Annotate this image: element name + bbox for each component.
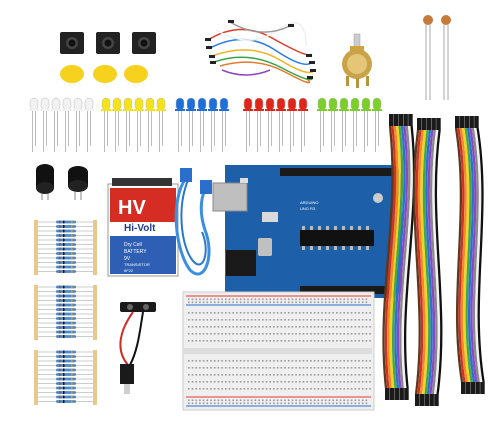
resistor-packs <box>34 220 97 405</box>
buzzer-icon <box>68 166 88 200</box>
push-button-icon <box>60 32 84 54</box>
led-icon <box>123 97 133 152</box>
power-jack <box>226 250 256 276</box>
push-buttons <box>60 32 156 83</box>
led-icon <box>145 97 155 152</box>
dupont-cable-icon <box>454 116 485 394</box>
resistor-icon <box>34 350 97 405</box>
usb-cable-icon <box>174 168 212 276</box>
led-icon <box>298 97 308 152</box>
arduino-board-icon: ARDUINO UNO R3 <box>212 165 402 298</box>
led-icon <box>62 97 72 152</box>
dupont-cable-icon <box>382 114 416 400</box>
led-icon <box>361 97 371 152</box>
battery-clip-icon <box>119 302 156 394</box>
led-icon <box>175 97 185 152</box>
led-icon <box>51 97 61 152</box>
dupont-cables <box>382 114 485 406</box>
led-icon <box>186 97 196 152</box>
led-icon <box>287 97 297 152</box>
breadboard-icon <box>182 291 375 411</box>
push-button-icon <box>96 32 120 54</box>
battery-icon: HV Hi-Volt Dry Cell BATTERY 9V TRANSISTO… <box>107 178 179 277</box>
led-icon <box>134 97 144 152</box>
led-icon <box>101 97 111 152</box>
dupont-cable-icon <box>413 118 443 406</box>
button-cap-icon <box>60 65 84 83</box>
led-icon <box>208 97 218 152</box>
led-icon <box>112 97 122 152</box>
led-row <box>29 97 382 152</box>
led-icon <box>372 97 382 152</box>
led-icon <box>29 97 39 152</box>
led-icon <box>156 97 166 152</box>
buzzer-icon <box>36 164 54 200</box>
photoresistor-icon <box>423 15 433 100</box>
led-icon <box>254 97 264 152</box>
button-cap-icon <box>93 65 117 83</box>
battery-line2: BATTERY <box>124 249 147 255</box>
led-icon <box>350 97 360 152</box>
led-icon <box>265 97 275 152</box>
led-icon <box>328 97 338 152</box>
led-icon <box>73 97 83 152</box>
resistor-icon <box>34 285 97 340</box>
button-cap-icon <box>124 65 148 83</box>
led-icon <box>219 97 229 152</box>
led-icon <box>339 97 349 152</box>
resistor-icon <box>34 220 97 275</box>
push-button-icon <box>132 32 156 54</box>
photoresistor-icon <box>441 15 451 100</box>
led-icon <box>197 97 207 152</box>
battery-line1: Dry Cell <box>124 242 142 248</box>
usb-port <box>212 182 248 212</box>
board-brand: ARDUINO <box>300 200 318 205</box>
potentiometer-icon <box>342 33 372 88</box>
led-icon <box>40 97 50 152</box>
battery-sub-brand: Hi-Volt <box>124 223 156 234</box>
jumper-wires-icon <box>205 20 316 84</box>
battery-line3: 9V <box>124 256 131 262</box>
battery-line5: 6F22 <box>124 268 134 273</box>
led-icon <box>276 97 286 152</box>
board-model: UNO R3 <box>300 206 316 211</box>
led-icon <box>243 97 253 152</box>
battery-brand: HV <box>118 197 146 219</box>
led-icon <box>84 97 94 152</box>
led-icon <box>317 97 327 152</box>
battery-line4: TRANSISTOR <box>124 262 150 267</box>
